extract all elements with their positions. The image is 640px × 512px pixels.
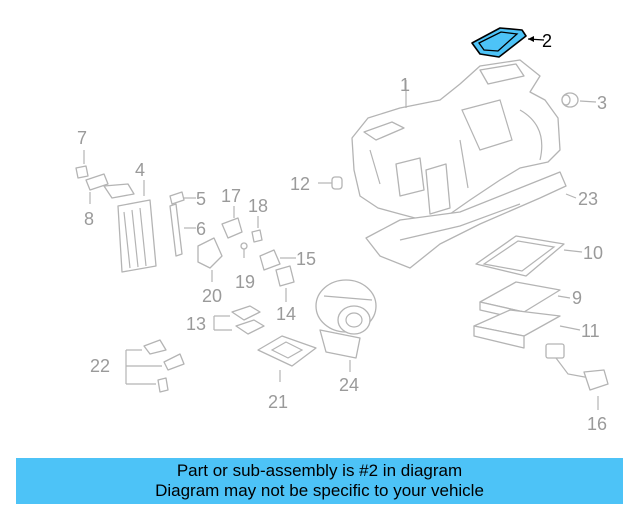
part-17-sensor bbox=[221, 206, 243, 239]
label-18: 18 bbox=[248, 196, 268, 216]
part-1-hvac-case bbox=[351, 59, 561, 223]
part-6-pipe bbox=[169, 203, 196, 257]
part-7-clip bbox=[75, 150, 89, 179]
part-2-seal[interactable] bbox=[471, 27, 545, 58]
part-15-actuator bbox=[259, 249, 296, 271]
part-21-module bbox=[257, 335, 317, 382]
label-17: 17 bbox=[221, 186, 241, 206]
part-19-screw bbox=[240, 242, 248, 258]
part-14-resistor bbox=[275, 265, 295, 302]
part-8-gasket bbox=[85, 173, 109, 204]
label-9: 9 bbox=[572, 288, 582, 308]
part-23-duct bbox=[365, 171, 577, 269]
label-16: 16 bbox=[587, 414, 607, 434]
label-2: 2 bbox=[542, 31, 552, 51]
label-6: 6 bbox=[196, 219, 206, 239]
part-10-filter bbox=[475, 235, 583, 277]
part-16-harness bbox=[545, 343, 609, 410]
part-20-actuator bbox=[197, 237, 223, 282]
label-13: 13 bbox=[186, 314, 206, 334]
part-12-clip bbox=[318, 176, 343, 190]
label-15: 15 bbox=[296, 249, 316, 269]
part-4-heater-core bbox=[103, 180, 157, 273]
banner-line-1: Part or sub-assembly is #2 in diagram bbox=[176, 461, 463, 480]
label-22: 22 bbox=[90, 356, 110, 376]
label-7: 7 bbox=[77, 128, 87, 148]
part-11-filter-case bbox=[473, 309, 581, 349]
label-4: 4 bbox=[135, 160, 145, 180]
label-10: 10 bbox=[583, 243, 603, 263]
label-11: 11 bbox=[581, 321, 600, 341]
banner-line-2: Diagram may not be specific to your vehi… bbox=[155, 481, 484, 500]
label-23: 23 bbox=[578, 189, 598, 209]
label-3: 3 bbox=[597, 93, 607, 113]
label-14: 14 bbox=[276, 304, 296, 324]
label-12: 12 bbox=[290, 174, 310, 194]
part-18-clip bbox=[251, 216, 263, 243]
part-3-grommet bbox=[561, 92, 597, 108]
label-20: 20 bbox=[202, 286, 222, 306]
part-13-brackets bbox=[213, 305, 265, 335]
part-22-fasteners bbox=[125, 339, 185, 393]
label-21: 21 bbox=[268, 392, 288, 412]
label-5: 5 bbox=[196, 189, 206, 209]
part-5-clamp bbox=[169, 191, 196, 205]
label-24: 24 bbox=[339, 375, 359, 395]
part-24-blower bbox=[315, 279, 377, 372]
label-1: 1 bbox=[400, 75, 410, 95]
info-banner: Part or sub-assembly is #2 in diagram Di… bbox=[16, 458, 623, 504]
label-8: 8 bbox=[84, 209, 94, 229]
label-19: 19 bbox=[235, 272, 255, 292]
